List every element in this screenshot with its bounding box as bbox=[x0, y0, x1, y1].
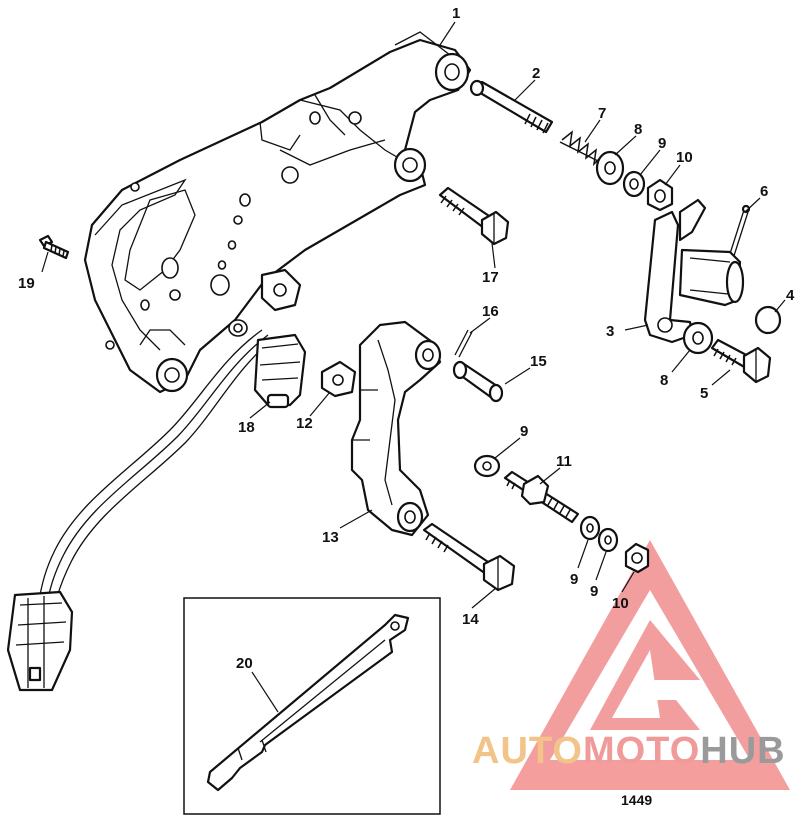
washer-part-8-lower bbox=[682, 321, 714, 355]
label-3: 3 bbox=[606, 323, 614, 340]
washer-part-9-lower-b bbox=[597, 527, 619, 553]
harness-connector bbox=[6, 590, 74, 692]
spring-part-7 bbox=[559, 130, 603, 167]
wire-harness bbox=[39, 329, 275, 601]
pin-part-2 bbox=[469, 79, 554, 134]
label-13: 13 bbox=[322, 529, 339, 546]
label-8-top: 8 bbox=[634, 121, 642, 138]
bolt-part-14 bbox=[422, 522, 516, 592]
label-11: 11 bbox=[556, 453, 572, 470]
label-19: 19 bbox=[18, 275, 35, 292]
label-9-lower-b: 9 bbox=[590, 583, 598, 600]
label-7: 7 bbox=[598, 105, 606, 122]
plate-part-12 bbox=[320, 360, 357, 398]
pin-part-16 bbox=[454, 329, 473, 358]
label-20: 20 bbox=[236, 655, 253, 672]
figure-number: 1449 bbox=[621, 792, 653, 808]
tool-part-20 bbox=[206, 613, 410, 792]
screw-part-19 bbox=[38, 234, 70, 260]
leader-lines bbox=[41, 21, 786, 713]
bolt-part-17 bbox=[438, 186, 510, 246]
sensor-part-18 bbox=[253, 333, 307, 409]
washer-part-9-lower-a bbox=[579, 515, 601, 541]
nut-part-10-lower bbox=[624, 542, 650, 574]
watermark-text-hub: HUB bbox=[700, 730, 786, 772]
label-2: 2 bbox=[532, 65, 540, 82]
bolt-part-5 bbox=[710, 338, 772, 384]
label-5: 5 bbox=[700, 385, 708, 402]
link-part-13 bbox=[350, 320, 442, 537]
label-10-lower: 10 bbox=[612, 595, 629, 612]
label-14: 14 bbox=[462, 611, 479, 628]
label-9-lower-a: 9 bbox=[570, 571, 578, 588]
label-9-top: 9 bbox=[658, 135, 666, 152]
label-4: 4 bbox=[786, 287, 795, 304]
washer-part-8-top bbox=[595, 150, 625, 186]
watermark-logo-icon bbox=[510, 540, 790, 790]
label-1: 1 bbox=[452, 5, 460, 22]
label-9-mid: 9 bbox=[520, 423, 528, 440]
label-18: 18 bbox=[238, 419, 255, 436]
label-12: 12 bbox=[296, 415, 313, 432]
stud-part-11 bbox=[503, 470, 580, 524]
label-17: 17 bbox=[482, 269, 499, 286]
label-6: 6 bbox=[760, 183, 768, 200]
label-15: 15 bbox=[530, 353, 547, 370]
label-10-top: 10 bbox=[676, 149, 693, 166]
watermark-text-auto: AUTO bbox=[472, 730, 583, 772]
watermark-text-moto: MOTO bbox=[582, 730, 701, 772]
label-16: 16 bbox=[482, 303, 499, 320]
main-bracket bbox=[83, 31, 472, 394]
washer-part-9-top bbox=[622, 170, 646, 198]
lever-part-3 bbox=[643, 198, 745, 344]
label-8-lower: 8 bbox=[660, 372, 668, 389]
watermark-text: AUTOMOTOHUB bbox=[472, 730, 786, 773]
clevis-pin-part-15 bbox=[452, 360, 504, 403]
nut-part-10-top bbox=[646, 178, 674, 212]
part-labels: 1 2 3 4 5 6 7 8 8 9 9 9 9 10 10 11 12 13… bbox=[18, 5, 795, 672]
cap-part-4 bbox=[754, 305, 782, 335]
inset-box bbox=[183, 597, 441, 815]
washer-part-9-mid bbox=[473, 454, 501, 478]
